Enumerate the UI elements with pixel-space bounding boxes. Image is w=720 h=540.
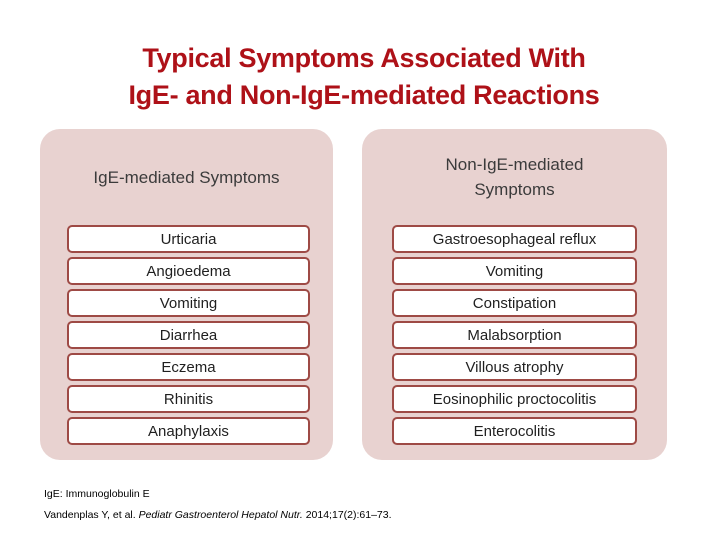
abbreviation-footnote: IgE: Immunoglobulin E: [44, 488, 150, 500]
symptom-item: Malabsorption: [392, 321, 637, 349]
ige-mediated-panel: IgE-mediated Symptoms Urticaria Angioede…: [40, 129, 333, 460]
ige-mediated-panel-header-label: IgE-mediated Symptoms: [93, 167, 280, 187]
symptom-item: Anaphylaxis: [67, 417, 310, 445]
non-ige-mediated-panel: Non-IgE-mediated Symptoms Gastroesophage…: [362, 129, 667, 460]
slide-title-line1: Typical Symptoms Associated With: [142, 43, 586, 73]
symptom-item: Vomiting: [392, 257, 637, 285]
symptom-item: Eosinophilic proctocolitis: [392, 385, 637, 413]
non-ige-mediated-panel-header-line2: Symptoms: [474, 180, 555, 199]
symptom-item: Eczema: [67, 353, 310, 381]
non-ige-mediated-panel-header-line1: Non-IgE-mediated: [445, 155, 584, 174]
symptom-item: Diarrhea: [67, 321, 310, 349]
symptom-item: Urticaria: [67, 225, 310, 253]
slide-title: Typical Symptoms Associated With IgE- an…: [4, 40, 720, 114]
ige-mediated-symptom-list: Urticaria Angioedema Vomiting Diarrhea E…: [67, 225, 310, 445]
ige-mediated-panel-header: IgE-mediated Symptoms: [40, 129, 333, 225]
symptom-item: Enterocolitis: [392, 417, 637, 445]
symptom-item: Angioedema: [67, 257, 310, 285]
citation-journal: Pediatr Gastroenterol Hepatol Nutr.: [138, 509, 303, 521]
symptom-item: Villous atrophy: [392, 353, 637, 381]
non-ige-mediated-panel-header: Non-IgE-mediated Symptoms: [362, 129, 667, 225]
symptom-item: Rhinitis: [67, 385, 310, 413]
symptom-item: Constipation: [392, 289, 637, 317]
citation-authors: Vandenplas Y, et al.: [44, 509, 139, 521]
non-ige-mediated-symptom-list: Gastroesophageal reflux Vomiting Constip…: [392, 225, 637, 445]
symptom-item: Vomiting: [67, 289, 310, 317]
citation-volume-pages: 2014;17(2):61–73.: [302, 509, 392, 521]
symptom-item: Gastroesophageal reflux: [392, 225, 637, 253]
citation-footnote: Vandenplas Y, et al. Pediatr Gastroenter…: [44, 509, 392, 521]
slide-title-line2: IgE- and Non-IgE-mediated Reactions: [128, 80, 600, 110]
